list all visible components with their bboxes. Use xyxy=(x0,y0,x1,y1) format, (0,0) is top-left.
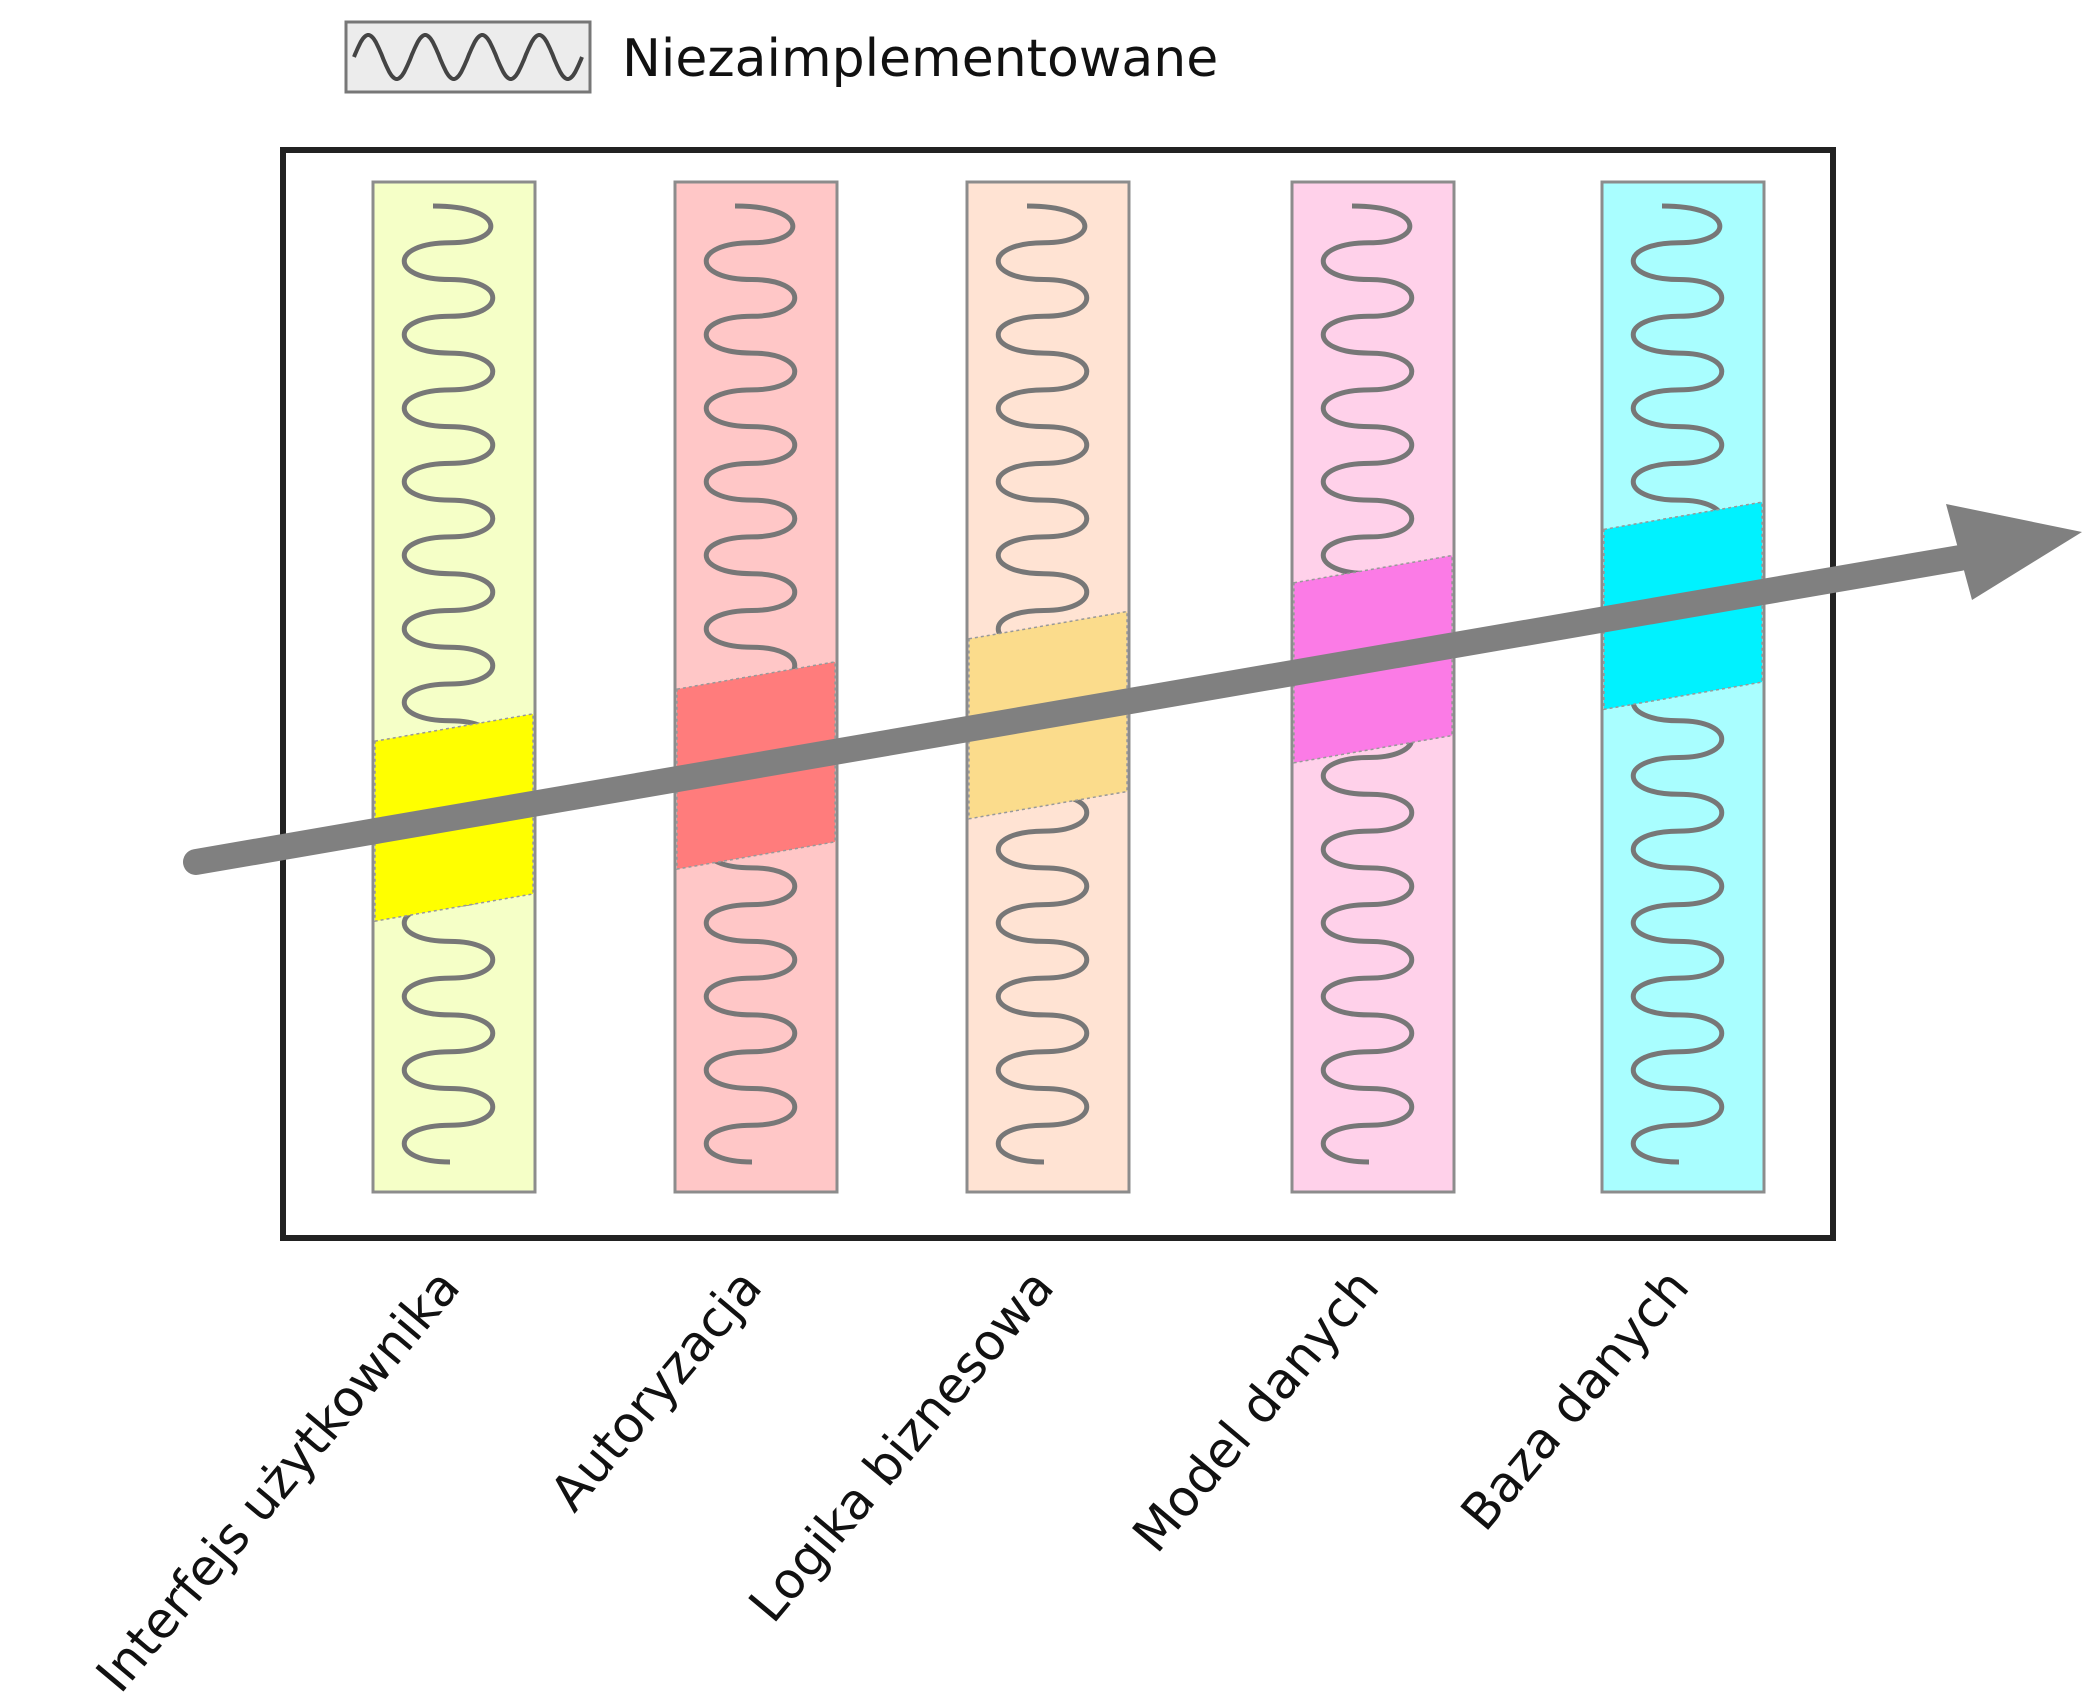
layer-column xyxy=(371,180,537,1194)
layer-column xyxy=(1290,180,1456,1194)
layer-label: Baza danych xyxy=(1450,1258,1700,1541)
arrow-right-icon xyxy=(183,504,2082,875)
layer-label: Logika biznesowa xyxy=(738,1258,1065,1633)
layer-column xyxy=(965,180,1131,1194)
legend: Niezaimplementowane xyxy=(344,20,1218,94)
arrow-shaft xyxy=(183,545,1973,875)
layer-column xyxy=(673,180,839,1194)
layer-label: Interfejs użytkownika xyxy=(85,1258,471,1694)
layer-label: Model danych xyxy=(1122,1258,1391,1563)
legend-label: Niezaimplementowane xyxy=(622,29,1218,89)
layer-column xyxy=(1600,180,1766,1194)
system-frame xyxy=(280,147,1836,1241)
layer-column-body xyxy=(371,180,537,1194)
layer-label: Autoryzacja xyxy=(539,1258,773,1521)
wave-icon xyxy=(352,33,584,81)
arrow-head xyxy=(1946,504,2082,600)
layer-columns xyxy=(371,180,1766,1194)
wave-icon xyxy=(402,203,495,1165)
